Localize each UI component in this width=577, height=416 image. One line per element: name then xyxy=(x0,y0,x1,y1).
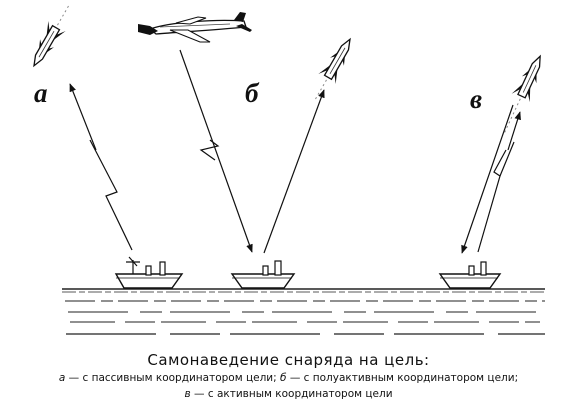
panel-b-missile xyxy=(315,37,351,100)
panel-label-b: б xyxy=(245,78,259,108)
caption-title: Самонаведение снаряда на цель: xyxy=(147,351,430,369)
caption-key-c: в xyxy=(184,388,191,400)
caption-key-a: а xyxy=(58,372,66,384)
aircraft xyxy=(138,12,252,43)
caption-desc-c: — с активным координатором цели xyxy=(190,388,393,400)
panel-c-missile xyxy=(504,54,541,133)
panel-c-reflected-signal xyxy=(477,111,521,253)
panel-label-c: в xyxy=(470,84,483,114)
caption-line-2: в — с активным координатором цели xyxy=(0,388,577,400)
panel-c-ship xyxy=(438,261,502,289)
caption-desc-a: — с пассивным координатором цели; xyxy=(65,372,280,384)
panel-label-a: а xyxy=(34,78,48,108)
caption-line-1: а — с пассивным координатором цели; б — … xyxy=(0,372,577,384)
caption-key-b: б xyxy=(280,372,287,384)
panel-c-emitted-signal xyxy=(461,104,514,254)
sea-surface xyxy=(62,288,545,335)
caption-desc-b: — с полуактивным координатором цели; xyxy=(286,372,519,384)
panel-a-ship xyxy=(114,256,184,289)
panel-a-signal-zigzag xyxy=(69,83,133,251)
panel-a-missile xyxy=(33,5,69,68)
homing-diagram xyxy=(33,5,545,335)
panel-b-reflected-signal xyxy=(199,89,325,254)
panel-b-ship xyxy=(230,260,296,289)
panel-b-illumination-beam xyxy=(179,49,253,253)
